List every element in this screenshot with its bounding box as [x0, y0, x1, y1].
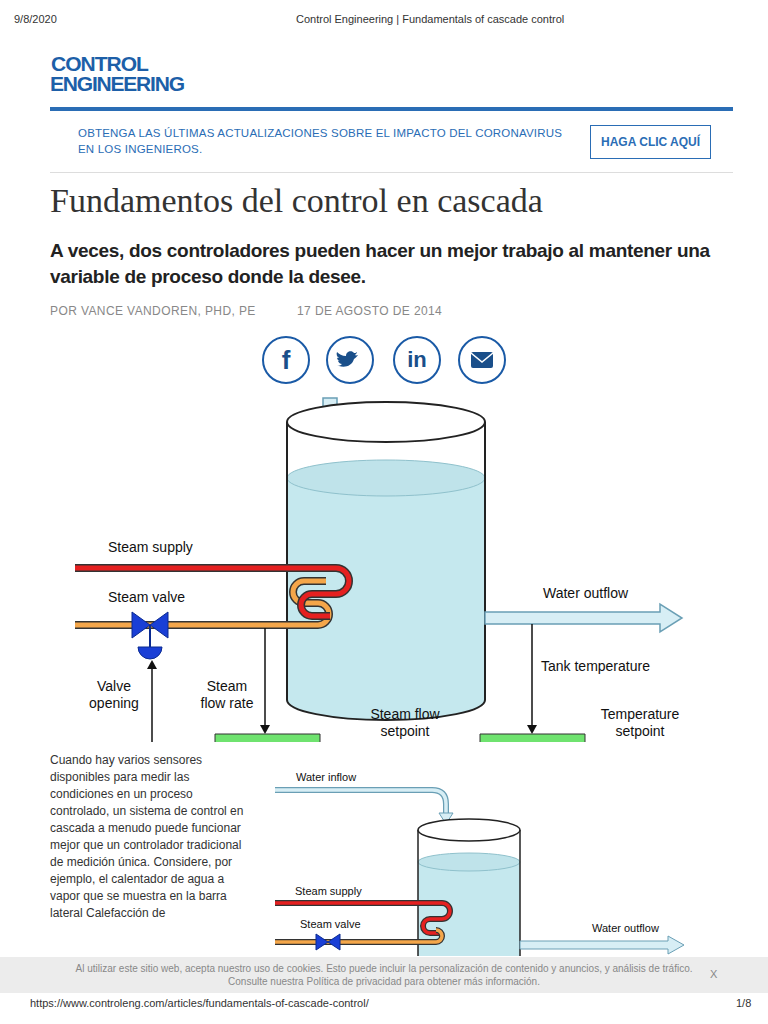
steam-heater-diagram	[147, 660, 157, 669]
banner-band: OBTENGA LAS ÚLTIMAS ACTUALIZACIONES SOBR…	[50, 107, 733, 173]
steam-heater-diagram	[151, 668, 153, 742]
article-title: Fundamentos del control en cascada	[50, 182, 543, 220]
diagram-label: Steam flow setpoint	[345, 706, 465, 740]
diagram-label: Steam flow rate	[194, 678, 260, 712]
steam-heater-diagram-small	[275, 790, 446, 814]
social-icon	[471, 352, 493, 368]
steam-heater-diagram-small	[417, 830, 419, 956]
steam-heater-diagram	[75, 568, 349, 616]
page-url: https://www.controleng.com/articles/fund…	[30, 997, 369, 1009]
page-header: Control Engineering | Fundamentals of ca…	[296, 13, 564, 25]
social-icon	[327, 337, 373, 383]
social-button: f	[262, 336, 310, 384]
diagram-label: Tank temperature	[541, 658, 650, 674]
social-icon	[471, 353, 493, 362]
diagram-label: Water outflow	[592, 922, 659, 934]
publish-date: 17 DE AGOSTO DE 2014	[297, 304, 442, 318]
close-button: X	[710, 968, 717, 980]
steam-heater-diagram	[150, 612, 168, 638]
steam-heater-diagram	[287, 402, 485, 442]
steam-heater-diagram	[527, 725, 537, 734]
diagram-label: Steam valve	[108, 589, 185, 605]
action-button: HAGA CLIC AQUÍ	[590, 125, 711, 159]
steam-heater-diagram-small	[275, 790, 684, 956]
print-date: 9/8/2020	[14, 13, 57, 25]
steam-heater-diagram	[480, 734, 585, 742]
diagram-label: Steam supply	[295, 885, 362, 897]
diagram-label: Water inflow	[296, 771, 356, 783]
body-text: Cuando hay varios sensores disponibles p…	[50, 752, 252, 922]
steam-heater-diagram-small	[316, 934, 328, 950]
steam-heater-diagram	[260, 725, 270, 734]
social-icon	[335, 351, 358, 366]
subtitle: A veces, dos controladores pueden hacer …	[50, 238, 730, 290]
steam-heater-diagram	[287, 460, 485, 496]
diagram-label: Valve opening	[84, 678, 144, 712]
logo-word: ENGINEERING	[50, 72, 184, 96]
steam-heater-diagram	[485, 604, 682, 632]
steam-heater-diagram-small	[520, 936, 684, 954]
social-icon-text: in	[407, 349, 427, 371]
steam-heater-diagram	[75, 398, 682, 742]
diagram-label: Steam valve	[300, 918, 361, 930]
steam-heater-diagram	[138, 647, 162, 659]
social-icon	[327, 337, 505, 383]
steam-heater-diagram-small	[275, 790, 446, 814]
diagram-label: Steam supply	[108, 539, 193, 555]
diagram-label: Temperature setpoint	[590, 706, 690, 740]
steam-heater-diagram-small	[519, 830, 521, 956]
steam-heater-diagram	[132, 612, 150, 638]
social-icon-text: f	[282, 347, 291, 373]
steam-heater-diagram-small	[275, 930, 442, 942]
cookie-text: Al utilizar este sitio web, acepta nuest…	[66, 962, 702, 988]
steam-heater-diagram	[75, 581, 329, 625]
social-button: in	[393, 336, 441, 384]
button-text: HAGA CLIC AQUÍ	[601, 135, 700, 149]
steam-heater-diagram-small	[275, 930, 442, 942]
diagram-label: Water outflow	[543, 585, 628, 601]
byline: POR VANCE VANDOREN, PHD, PE	[50, 304, 256, 318]
steam-heater-diagram	[531, 624, 533, 726]
steam-heater-diagram	[149, 625, 151, 647]
steam-heater-diagram	[75, 581, 329, 625]
page-number: 1/8	[736, 997, 751, 1009]
steam-heater-diagram	[215, 734, 320, 742]
cookie-bar: Al utilizar este sitio web, acepta nuest…	[0, 957, 768, 993]
steam-heater-diagram-small	[275, 903, 450, 933]
steam-heater-diagram	[75, 568, 349, 616]
banner-text: OBTENGA LAS ÚLTIMAS ACTUALIZACIONES SOBR…	[78, 125, 570, 157]
steam-heater-diagram-small	[328, 934, 340, 950]
social-icon	[459, 337, 505, 383]
steam-heater-diagram-small	[275, 903, 450, 933]
steam-heater-diagram-small	[418, 853, 520, 871]
steam-heater-diagram-small	[418, 819, 520, 841]
steam-heater-diagram	[264, 628, 266, 726]
